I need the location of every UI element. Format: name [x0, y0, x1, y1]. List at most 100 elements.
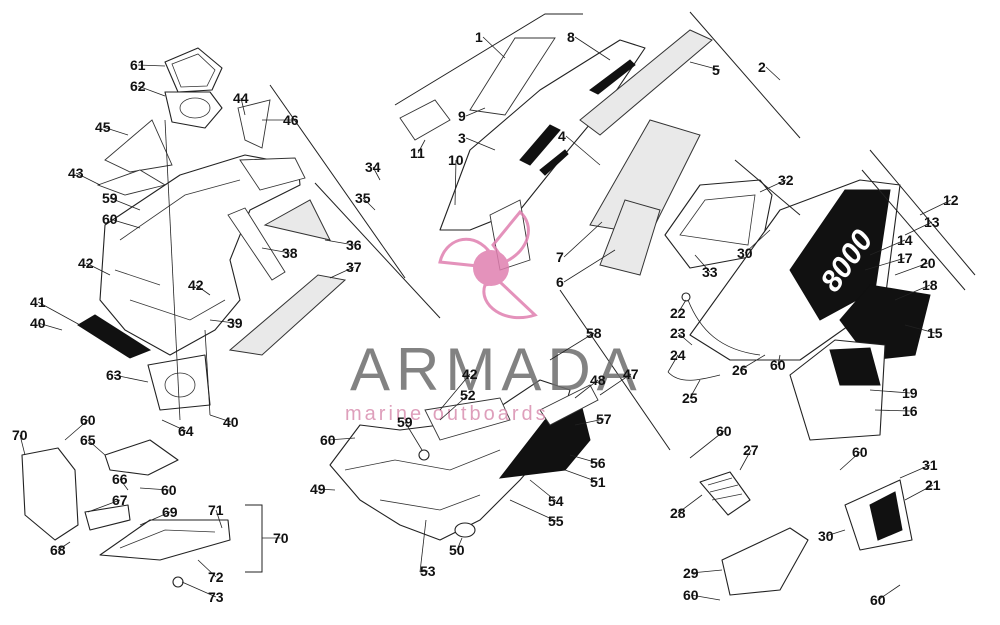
callout-c47: 47 [623, 366, 639, 382]
callout-c69: 69 [162, 504, 178, 520]
bolt-73 [172, 576, 184, 588]
callout-c34: 34 [365, 159, 381, 175]
leader-line-c37 [329, 266, 355, 279]
leader-line-c42b [195, 284, 211, 296]
callout-c59a: 59 [102, 190, 118, 206]
callout-c27: 27 [743, 442, 759, 458]
side-decal-assembly: 8000 [689, 179, 931, 441]
callout-c39: 39 [227, 315, 243, 331]
leader-line-c59b [404, 421, 423, 451]
callout-c61: 61 [130, 57, 146, 73]
bracket-12 [869, 149, 976, 276]
callout-c36: 36 [346, 237, 362, 253]
callout-c60b: 60 [320, 432, 336, 448]
leader-line-c8 [574, 36, 611, 61]
leader-line-c52 [439, 394, 469, 421]
bezel-hole [179, 97, 211, 119]
armada-logo-icon [438, 209, 538, 320]
brace-part [227, 207, 286, 281]
windshield-decal [399, 99, 451, 141]
callout-c35: 35 [355, 190, 371, 206]
leader-line-c64 [161, 419, 187, 432]
leader-line-c67 [87, 499, 121, 513]
console-side-70 [21, 447, 79, 541]
hood-assembly [399, 29, 713, 276]
vent-panel-28 [699, 471, 751, 516]
callout-c51: 51 [590, 474, 606, 490]
leader-line-c58 [549, 332, 595, 361]
callout-c5: 5 [712, 62, 720, 78]
leader-line-c21 [904, 484, 934, 501]
leader-line-c33 [694, 254, 711, 273]
bolt-53 [419, 519, 427, 573]
callout-c32: 32 [778, 172, 794, 188]
leader-line-c31 [899, 464, 931, 479]
callout-c21: 21 [925, 477, 941, 493]
leader-line-c70a [19, 434, 26, 456]
leader-line-c27 [739, 449, 752, 471]
leader-line-c23 [677, 332, 693, 346]
callout-c40a: 40 [30, 315, 46, 331]
leader-line-c49 [317, 488, 336, 491]
leader-line-c12 [919, 199, 952, 216]
callout-c64: 64 [178, 423, 194, 439]
leader-line-c30b [825, 529, 846, 537]
vent-bracket-29 [721, 527, 809, 596]
leader-line-c18 [894, 284, 931, 301]
callout-c6: 6 [556, 274, 564, 290]
hood-stripe [519, 124, 561, 166]
windshield-part [469, 37, 556, 116]
group-brackets [245, 11, 976, 573]
callout-c48: 48 [590, 372, 606, 388]
callout-c23: 23 [670, 325, 686, 341]
leader-lines [19, 36, 952, 601]
wiring-harness [667, 292, 761, 381]
callout-c19: 19 [902, 385, 918, 401]
vent-assembly [699, 471, 913, 596]
callout-c41: 41 [30, 294, 46, 310]
callout-c49: 49 [310, 481, 326, 497]
bracket-52 [424, 397, 511, 441]
leader-line-c28 [677, 494, 703, 514]
decal-black [789, 189, 891, 321]
callout-c60a: 60 [102, 211, 118, 227]
callout-c25: 25 [682, 390, 698, 406]
leader-line-c16 [874, 409, 911, 412]
leader-line-c60g [839, 451, 861, 471]
callout-c31: 31 [922, 457, 938, 473]
callout-c66: 66 [112, 471, 128, 487]
lower-panel-dark [829, 347, 881, 386]
trim-piece [237, 99, 271, 149]
callout-c42c: 42 [462, 366, 478, 382]
leader-line-c24 [667, 354, 679, 373]
bracket-65 [104, 439, 179, 476]
gasket-part [164, 47, 223, 93]
callout-c73: 73 [208, 589, 224, 605]
leader-line-c5 [689, 61, 721, 71]
leader-line-c68 [57, 541, 71, 551]
leader-line-c57 [574, 418, 605, 426]
leader-line-c45 [102, 126, 129, 136]
leader-line-c66 [119, 478, 129, 491]
leader-line-c32 [759, 179, 787, 193]
leader-line-c1 [482, 36, 506, 59]
leader-line-c51 [564, 469, 599, 483]
leader-line-c2 [765, 66, 781, 81]
callout-c15: 15 [927, 325, 943, 341]
side-panel-assembly [664, 179, 773, 269]
callout-c22: 22 [670, 305, 686, 321]
callout-c42b: 42 [188, 277, 204, 293]
callout-c60i: 60 [870, 592, 886, 608]
leader-line-c36 [324, 239, 355, 246]
callout-c43: 43 [68, 165, 84, 181]
leader-line-c34 [372, 166, 381, 181]
callout-c60g: 60 [852, 444, 868, 460]
callout-c65: 65 [80, 432, 96, 448]
inner-panel-detail [679, 194, 756, 246]
leader-line-c25 [689, 379, 701, 399]
callout-c52: 52 [460, 387, 476, 403]
callout-c24: 24 [670, 347, 686, 363]
leader-line-c9 [465, 107, 486, 117]
callout-c60d: 60 [161, 482, 177, 498]
leader-line-c3 [465, 137, 496, 151]
